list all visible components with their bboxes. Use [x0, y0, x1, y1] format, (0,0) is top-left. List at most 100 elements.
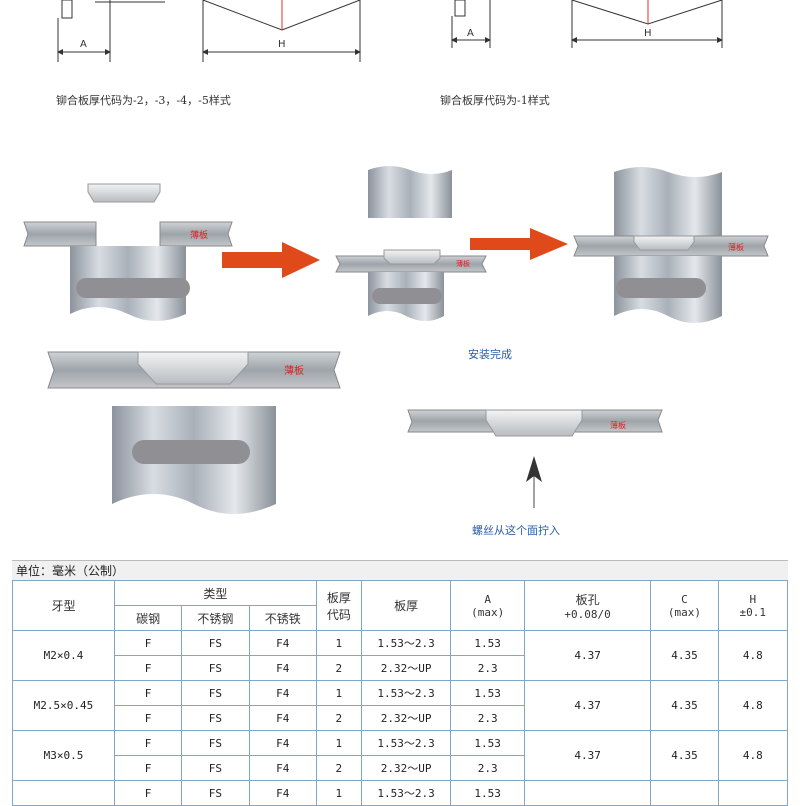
stainless-cell: FS: [181, 630, 250, 656]
dimension-diagrams: A H A H: [57, 0, 723, 62]
carbon-cell: F: [113, 630, 183, 656]
iron-cell: F4: [248, 680, 317, 706]
c-cell: 4.35: [650, 630, 719, 681]
stage-5-finished: [407, 409, 663, 437]
thread-cell: M3×0.5: [12, 730, 115, 781]
install-complete-label: 安装完成: [468, 348, 512, 361]
iron-cell: F4: [248, 730, 317, 756]
header-thread: 牙型: [12, 580, 115, 631]
carbon-cell: F: [113, 730, 183, 756]
code-cell: 2: [315, 755, 362, 781]
h-cell: 4.8: [717, 730, 789, 781]
header-thickness-code-line1: 板厚: [326, 590, 351, 605]
stainless-cell: FS: [181, 680, 250, 706]
header-a-sub: (max): [471, 605, 505, 619]
header-a-label: A: [484, 592, 491, 606]
header-c-sub: (max): [667, 605, 702, 619]
h-cell: 4.8: [717, 680, 789, 731]
carbon-cell: F: [113, 680, 183, 706]
a-cell: 2.3: [450, 755, 525, 781]
table-row: M3×0.5 F FS F4 1 1.53～2.3 1.53 4.37 4.35…: [12, 730, 789, 781]
carbon-cell: F: [113, 705, 183, 731]
carbon-cell: F: [113, 755, 183, 781]
c-cell: 4.35: [650, 730, 719, 781]
code-cell: 2: [315, 705, 362, 731]
table-row: M2×0.4 F FS F4 1 1.53～2.3 1.53 4.37 4.35…: [12, 630, 789, 681]
process-arrow-1: [222, 242, 320, 278]
table-row: F FS F4 2 2.32～UP 2.3: [13, 705, 788, 731]
carbon-cell: F: [113, 655, 183, 681]
iron-cell: F4: [248, 705, 317, 731]
table-row: F FS F4 2 2.32～UP 2.3: [13, 655, 788, 681]
c-cell: 4.35: [650, 680, 719, 731]
carbon-cell: F: [113, 780, 183, 806]
a-cell: 1.53: [450, 730, 525, 756]
stage-1-before-press: [23, 183, 233, 321]
stainless-cell: FS: [181, 755, 250, 781]
right-style-caption: 铆合板厚代码为-1样式: [440, 94, 550, 107]
header-a: A (max): [450, 580, 525, 631]
header-thickness-code-line2: 代码: [326, 607, 351, 622]
hole-cell: 4.37: [523, 680, 652, 731]
iron-cell: F4: [248, 655, 317, 681]
h-cell: [717, 780, 789, 806]
code-cell: 2: [315, 655, 362, 681]
sheet-label-3: 薄板: [728, 242, 744, 252]
thread-cell: [12, 780, 115, 806]
process-arrow-2: [470, 228, 568, 260]
screw-direction-note: 螺丝从这个面拧入: [472, 524, 560, 537]
stage-2-pressing: [335, 166, 487, 321]
thread-cell: M2×0.4: [12, 630, 115, 681]
iron-cell: F4: [248, 630, 317, 656]
left-dim-h-label: H: [278, 39, 286, 50]
code-cell: 1: [315, 780, 362, 806]
header-stainless-steel: 不锈钢: [181, 605, 250, 631]
c-cell: [650, 780, 719, 806]
spec-table: 牙型 类型 板厚 代码 板厚 A (max) 板孔 +0.08/0 C (max…: [12, 580, 789, 806]
thread-cell: M2.5×0.45: [12, 680, 115, 731]
right-dim-a-label: A: [467, 28, 474, 39]
header-thickness: 板厚: [360, 580, 452, 631]
unit-label: 单位：毫米（公制）: [12, 560, 788, 580]
thickness-cell: 2.32～UP: [360, 755, 452, 781]
sheet-label-4: 薄板: [284, 364, 304, 377]
stage-3-pressed: [573, 167, 769, 323]
thickness-cell: 1.53～2.3: [360, 780, 452, 806]
left-dimension-drawing: [57, 0, 361, 62]
code-cell: 1: [315, 630, 362, 656]
thickness-cell: 1.53～2.3: [360, 680, 452, 706]
thickness-cell: 2.32～UP: [360, 655, 452, 681]
a-cell: 2.3: [450, 705, 525, 731]
stainless-cell: FS: [181, 705, 250, 731]
stainless-cell: FS: [181, 780, 250, 806]
thickness-cell: 1.53～2.3: [360, 630, 452, 656]
stainless-cell: FS: [181, 655, 250, 681]
code-cell: 1: [315, 680, 362, 706]
right-dimension-drawing: [451, 0, 723, 48]
header-type: 类型: [113, 580, 317, 606]
header-stainless-iron: 不锈铁: [248, 605, 317, 631]
sheet-label-5: 薄板: [610, 420, 626, 430]
stainless-cell: FS: [181, 730, 250, 756]
hole-cell: [523, 780, 652, 806]
installation-process-illustration: 薄板 薄板 薄板 薄板 薄板: [23, 166, 769, 514]
header-h-sub: ±0.1: [739, 605, 767, 619]
table-row: F FS F4 1 1.53～2.3 1.53: [12, 780, 789, 806]
header-thickness-code: 板厚 代码: [315, 580, 362, 631]
sheet-label-2: 薄板: [456, 259, 470, 268]
hole-cell: 4.37: [523, 730, 652, 781]
a-cell: 1.53: [450, 680, 525, 706]
iron-cell: F4: [248, 755, 317, 781]
header-c: C (max): [650, 580, 719, 631]
left-dim-a-label: A: [80, 39, 87, 50]
left-style-caption: 铆合板厚代码为-2，-3，-4，-5样式: [56, 94, 231, 107]
header-c-label: C: [681, 592, 688, 606]
code-cell: 1: [315, 730, 362, 756]
header-h: H ±0.1: [717, 580, 789, 631]
header-h-label: H: [749, 592, 757, 606]
h-cell: 4.8: [717, 630, 789, 681]
header-hole: 板孔 +0.08/0: [523, 580, 652, 631]
right-dim-h-label: H: [644, 28, 652, 39]
table-row: F FS F4 2 2.32～UP 2.3: [13, 755, 788, 781]
a-cell: 2.3: [450, 655, 525, 681]
